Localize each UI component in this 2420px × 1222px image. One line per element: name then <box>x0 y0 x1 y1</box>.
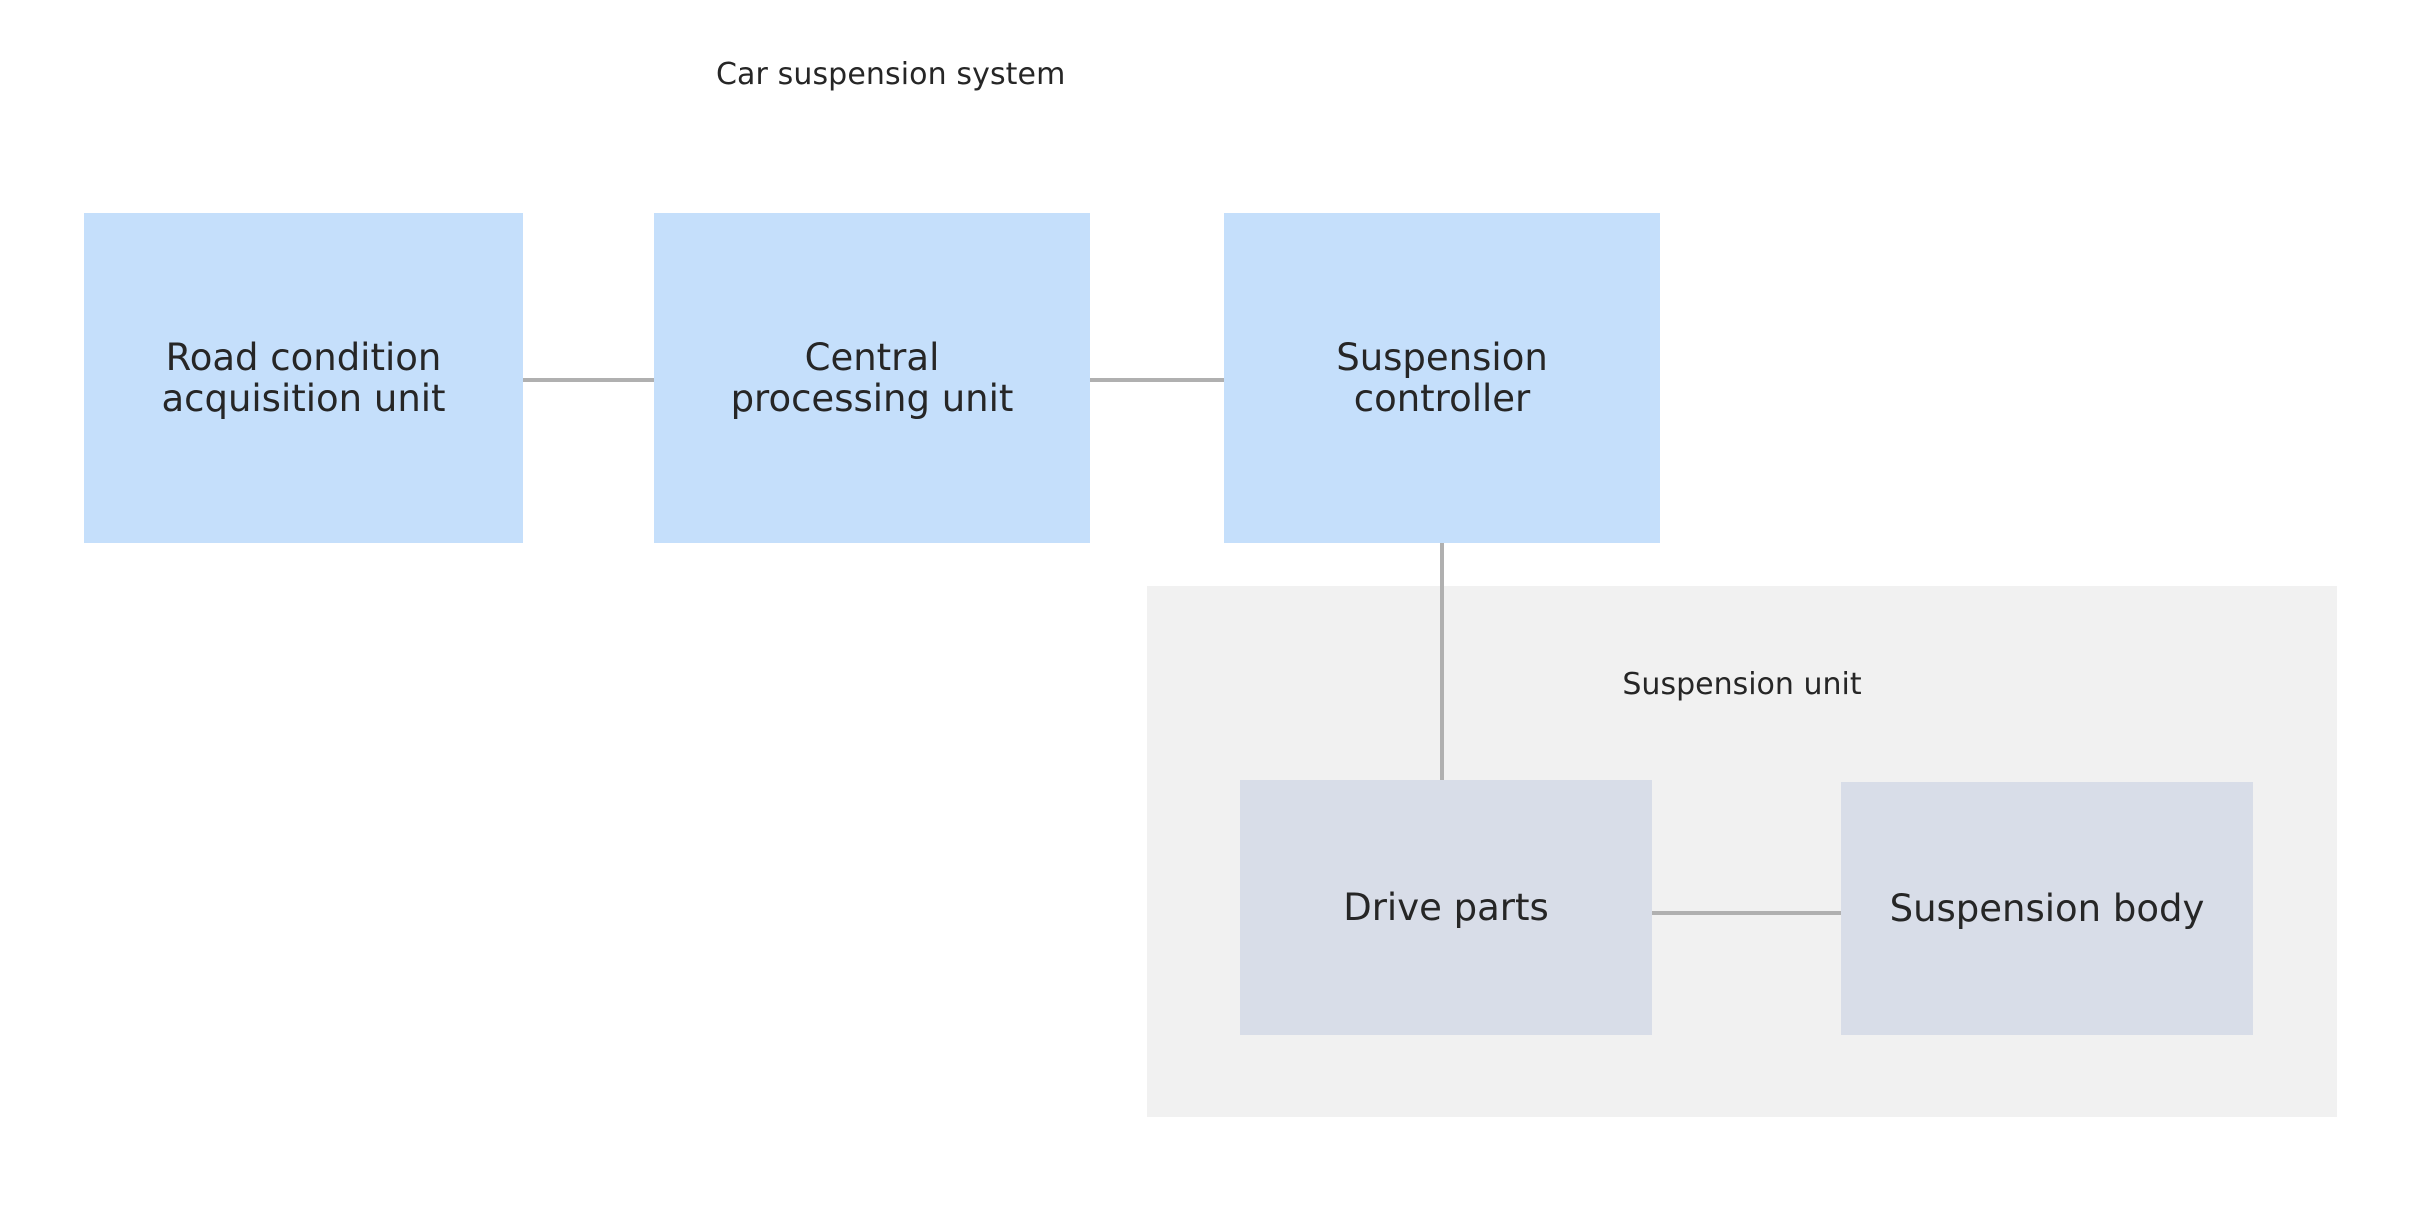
node-central-processing-unit-label: Central processing unit <box>730 335 1014 420</box>
node-drive-parts-label: Drive parts <box>1343 885 1549 929</box>
node-road-condition-acquisition-unit-label: Road condition acquisition unit <box>161 335 446 420</box>
node-suspension-body-label: Suspension body <box>1889 886 2205 930</box>
node-drive-parts[interactable]: Drive parts <box>1240 780 1652 1035</box>
node-central-processing-unit[interactable]: Central processing unit <box>654 213 1090 543</box>
node-suspension-body[interactable]: Suspension body <box>1841 782 2253 1035</box>
group-suspension-unit-label: Suspension unit <box>1622 667 1862 702</box>
node-suspension-controller[interactable]: Suspension controller <box>1224 213 1660 543</box>
node-road-condition-acquisition-unit[interactable]: Road condition acquisition unit <box>84 213 523 543</box>
node-suspension-controller-label: Suspension controller <box>1336 335 1548 420</box>
page-title: Car suspension system <box>716 57 1066 92</box>
